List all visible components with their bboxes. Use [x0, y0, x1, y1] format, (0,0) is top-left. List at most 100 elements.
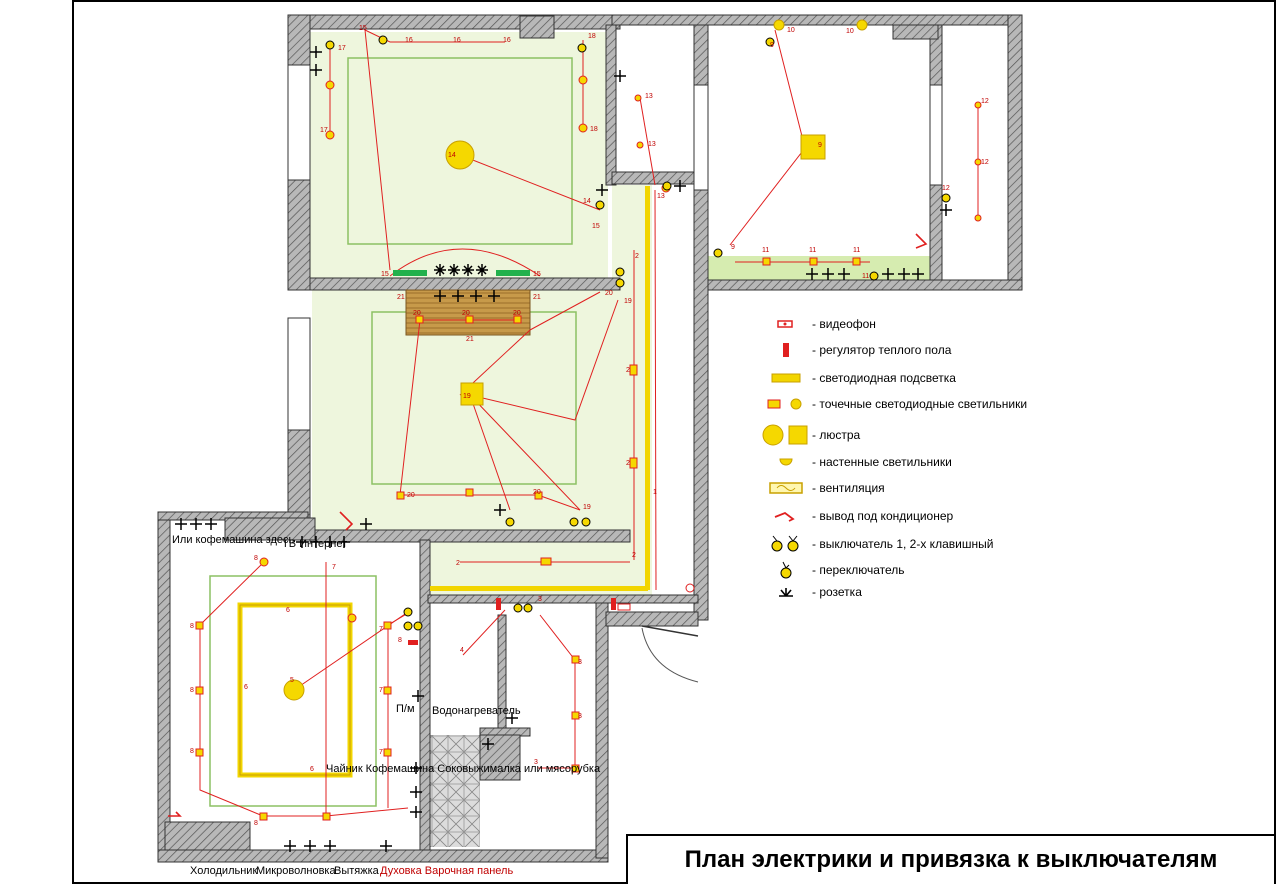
svg-text:8: 8	[190, 748, 194, 755]
svg-text:8: 8	[190, 623, 194, 630]
appliances-label: Чайник Кофемашина Соковыжималка или мясо…	[326, 763, 601, 775]
hood-label: Вытяжка	[334, 865, 380, 877]
socket-icon	[912, 268, 924, 280]
svg-text:13: 13	[657, 193, 665, 200]
wall	[693, 24, 709, 86]
spotlight-icon	[809, 257, 818, 266]
socket-icon	[175, 518, 187, 530]
windows	[287, 64, 943, 431]
socket-icon	[882, 268, 894, 280]
switch-icon	[615, 278, 625, 288]
floor-heating-regulator-icon	[496, 598, 501, 610]
socket-icon	[380, 840, 392, 852]
switch-icon	[513, 603, 523, 613]
socket-icon	[898, 268, 910, 280]
svg-text:12: 12	[981, 98, 989, 105]
svg-text:10: 10	[846, 28, 854, 35]
svg-text:21: 21	[466, 336, 474, 343]
svg-text:12: 12	[981, 159, 989, 166]
corridor-led-strip	[645, 186, 650, 590]
chandelier-icon	[283, 679, 305, 701]
svg-text:12: 12	[942, 185, 950, 192]
svg-text:7: 7	[332, 564, 336, 571]
title-box: План электрики и привязка к выключателям	[626, 834, 1274, 884]
chandelier-icon	[460, 382, 484, 406]
socket-icon	[296, 536, 308, 548]
spotlight-icon	[634, 94, 642, 102]
spotlight-icon	[513, 315, 522, 324]
socket-icon	[410, 762, 422, 774]
videophone-icon	[617, 603, 631, 611]
socket-icon	[476, 264, 488, 276]
socket-icon	[434, 264, 446, 276]
socket-icon	[614, 70, 626, 82]
svg-text:7: 7	[379, 749, 383, 756]
circuit-wiring	[199, 29, 979, 817]
ac-outlet-icon	[915, 233, 928, 249]
legend-item: - регулятор теплого пола	[760, 340, 951, 360]
spotlight-icon	[629, 364, 638, 376]
ac-outlet-icon	[339, 511, 354, 531]
socket-icon	[324, 840, 336, 852]
svg-text:19: 19	[583, 504, 591, 511]
ventilation-icon	[760, 478, 812, 498]
switch-icon	[403, 621, 413, 631]
spotlight-icon	[571, 764, 580, 773]
switch-icon	[760, 534, 812, 554]
legend-item: - вентиляция	[760, 478, 885, 498]
kitchen-led-frame-inner	[239, 604, 351, 776]
socket-icon	[482, 738, 494, 750]
socket-icon	[412, 690, 424, 702]
switch-icon	[662, 181, 672, 191]
legend-item: - выключатель 1, 2-х клавишный	[760, 534, 993, 554]
svg-text:9: 9	[770, 42, 774, 49]
socket-icon	[838, 268, 850, 280]
wall	[611, 14, 1023, 26]
svg-text:9: 9	[818, 142, 822, 149]
switches	[325, 35, 951, 631]
switch-icon	[378, 35, 388, 45]
wall	[287, 14, 311, 66]
svg-text:2: 2	[456, 560, 460, 567]
wall	[164, 821, 251, 851]
page-title: План электрики и привязка к выключателям	[684, 846, 1218, 873]
wall	[605, 611, 699, 627]
svg-text:11: 11	[853, 247, 860, 254]
spotlight-icon	[347, 613, 357, 623]
chandelier-icon	[760, 422, 812, 448]
hall-floor	[428, 540, 652, 595]
legend-item: - видеофон	[760, 314, 876, 334]
spotlight-icon	[571, 711, 580, 720]
wall	[479, 734, 521, 781]
switch-icon	[869, 271, 879, 281]
led-strip-icon	[760, 368, 812, 388]
socket-icon	[940, 204, 952, 216]
bedroom-arc	[389, 248, 541, 277]
spotlight-icon	[325, 80, 335, 90]
svg-text:17: 17	[338, 45, 346, 52]
wall	[287, 429, 311, 526]
spotlight-icon	[259, 557, 269, 567]
wall	[497, 614, 507, 736]
spotlight-icon	[974, 214, 982, 222]
bath-tile	[430, 735, 480, 847]
socket-icon	[310, 64, 322, 76]
svg-text:15: 15	[533, 271, 541, 278]
socket-icon	[434, 290, 446, 302]
switch-icon	[325, 40, 335, 50]
kitchen-ceiling-outline	[209, 575, 377, 807]
socket-icon	[760, 582, 812, 602]
switch-icon	[523, 603, 533, 613]
svg-text:4: 4	[460, 647, 464, 654]
socket-icon	[494, 504, 506, 516]
switch-icon	[577, 43, 587, 53]
svg-text:13: 13	[645, 93, 653, 100]
hall-led-strip	[430, 586, 648, 591]
legend-item: - точечные светодиодные светильники	[760, 394, 1027, 414]
spotlight-icon	[760, 394, 812, 414]
socket-icon	[324, 536, 336, 548]
led-strips	[393, 186, 650, 591]
switch-icon	[685, 583, 695, 593]
